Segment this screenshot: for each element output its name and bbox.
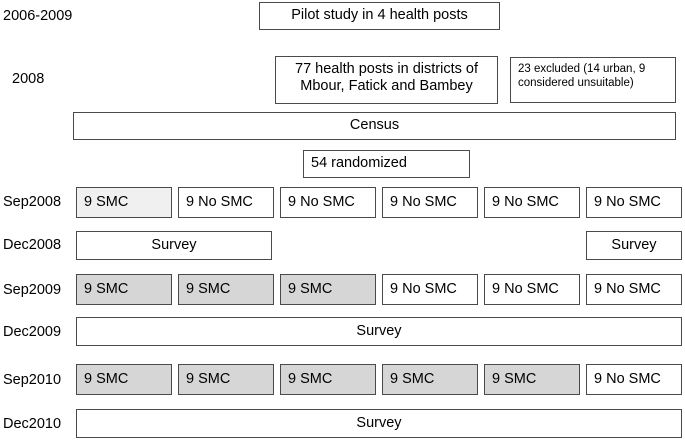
health-posts-box: 77 health posts in districts of Mbour, F… bbox=[275, 56, 498, 104]
survey-box-dec2008-left: Survey bbox=[76, 231, 272, 260]
survey-box-dec2008-right: Survey bbox=[586, 231, 682, 260]
excluded-line-1: 23 excluded (14 urban, 9 bbox=[518, 63, 646, 75]
arm-box-sep2010-3: 9 SMC bbox=[280, 364, 376, 395]
row-label-sep2009: Sep2009 bbox=[3, 282, 62, 298]
arm-box-sep2009-3: 9 SMC bbox=[280, 274, 376, 305]
arm-box-sep2008-6: 9 No SMC bbox=[586, 187, 682, 218]
pilot-study-box: Pilot study in 4 health posts bbox=[259, 2, 500, 30]
arm-box-sep2009-1: 9 SMC bbox=[76, 274, 172, 305]
randomized-box: 54 randomized bbox=[303, 150, 470, 178]
row-label-2006-2009: 2006-2009 bbox=[3, 8, 73, 24]
arm-box-sep2009-6: 9 No SMC bbox=[586, 274, 682, 305]
excluded-line-2: considered unsuitable) bbox=[518, 77, 634, 90]
survey-box-dec2010: Survey bbox=[76, 409, 682, 438]
arm-box-sep2008-3: 9 No SMC bbox=[280, 187, 376, 218]
census-box: Census bbox=[73, 112, 676, 140]
row-label-dec2008: Dec2008 bbox=[3, 237, 62, 253]
arm-box-sep2008-4: 9 No SMC bbox=[382, 187, 478, 218]
row-label-sep2010: Sep2010 bbox=[3, 372, 62, 388]
arm-box-sep2010-1: 9 SMC bbox=[76, 364, 172, 395]
health-posts-line-1: 77 health posts in districts of bbox=[295, 61, 478, 77]
row-label-dec2009: Dec2009 bbox=[3, 324, 62, 340]
arm-box-sep2008-5: 9 No SMC bbox=[484, 187, 580, 218]
arm-box-sep2010-4: 9 SMC bbox=[382, 364, 478, 395]
arm-box-sep2009-4: 9 No SMC bbox=[382, 274, 478, 305]
row-label-dec2010: Dec2010 bbox=[3, 416, 62, 432]
arm-box-sep2010-6: 9 No SMC bbox=[586, 364, 682, 395]
survey-box-dec2009: Survey bbox=[76, 317, 682, 346]
arm-box-sep2009-2: 9 SMC bbox=[178, 274, 274, 305]
arm-box-sep2008-2: 9 No SMC bbox=[178, 187, 274, 218]
arm-box-sep2010-2: 9 SMC bbox=[178, 364, 274, 395]
health-posts-line-2: Mbour, Fatick and Bambey bbox=[300, 78, 473, 95]
row-label-sep2008: Sep2008 bbox=[3, 194, 62, 210]
excluded-box: 23 excluded (14 urban, 9 considered unsu… bbox=[510, 57, 676, 103]
arm-box-sep2009-5: 9 No SMC bbox=[484, 274, 580, 305]
arm-box-sep2010-5: 9 SMC bbox=[484, 364, 580, 395]
row-label-2008: 2008 bbox=[12, 71, 45, 87]
arm-box-sep2008-1: 9 SMC bbox=[76, 187, 172, 218]
